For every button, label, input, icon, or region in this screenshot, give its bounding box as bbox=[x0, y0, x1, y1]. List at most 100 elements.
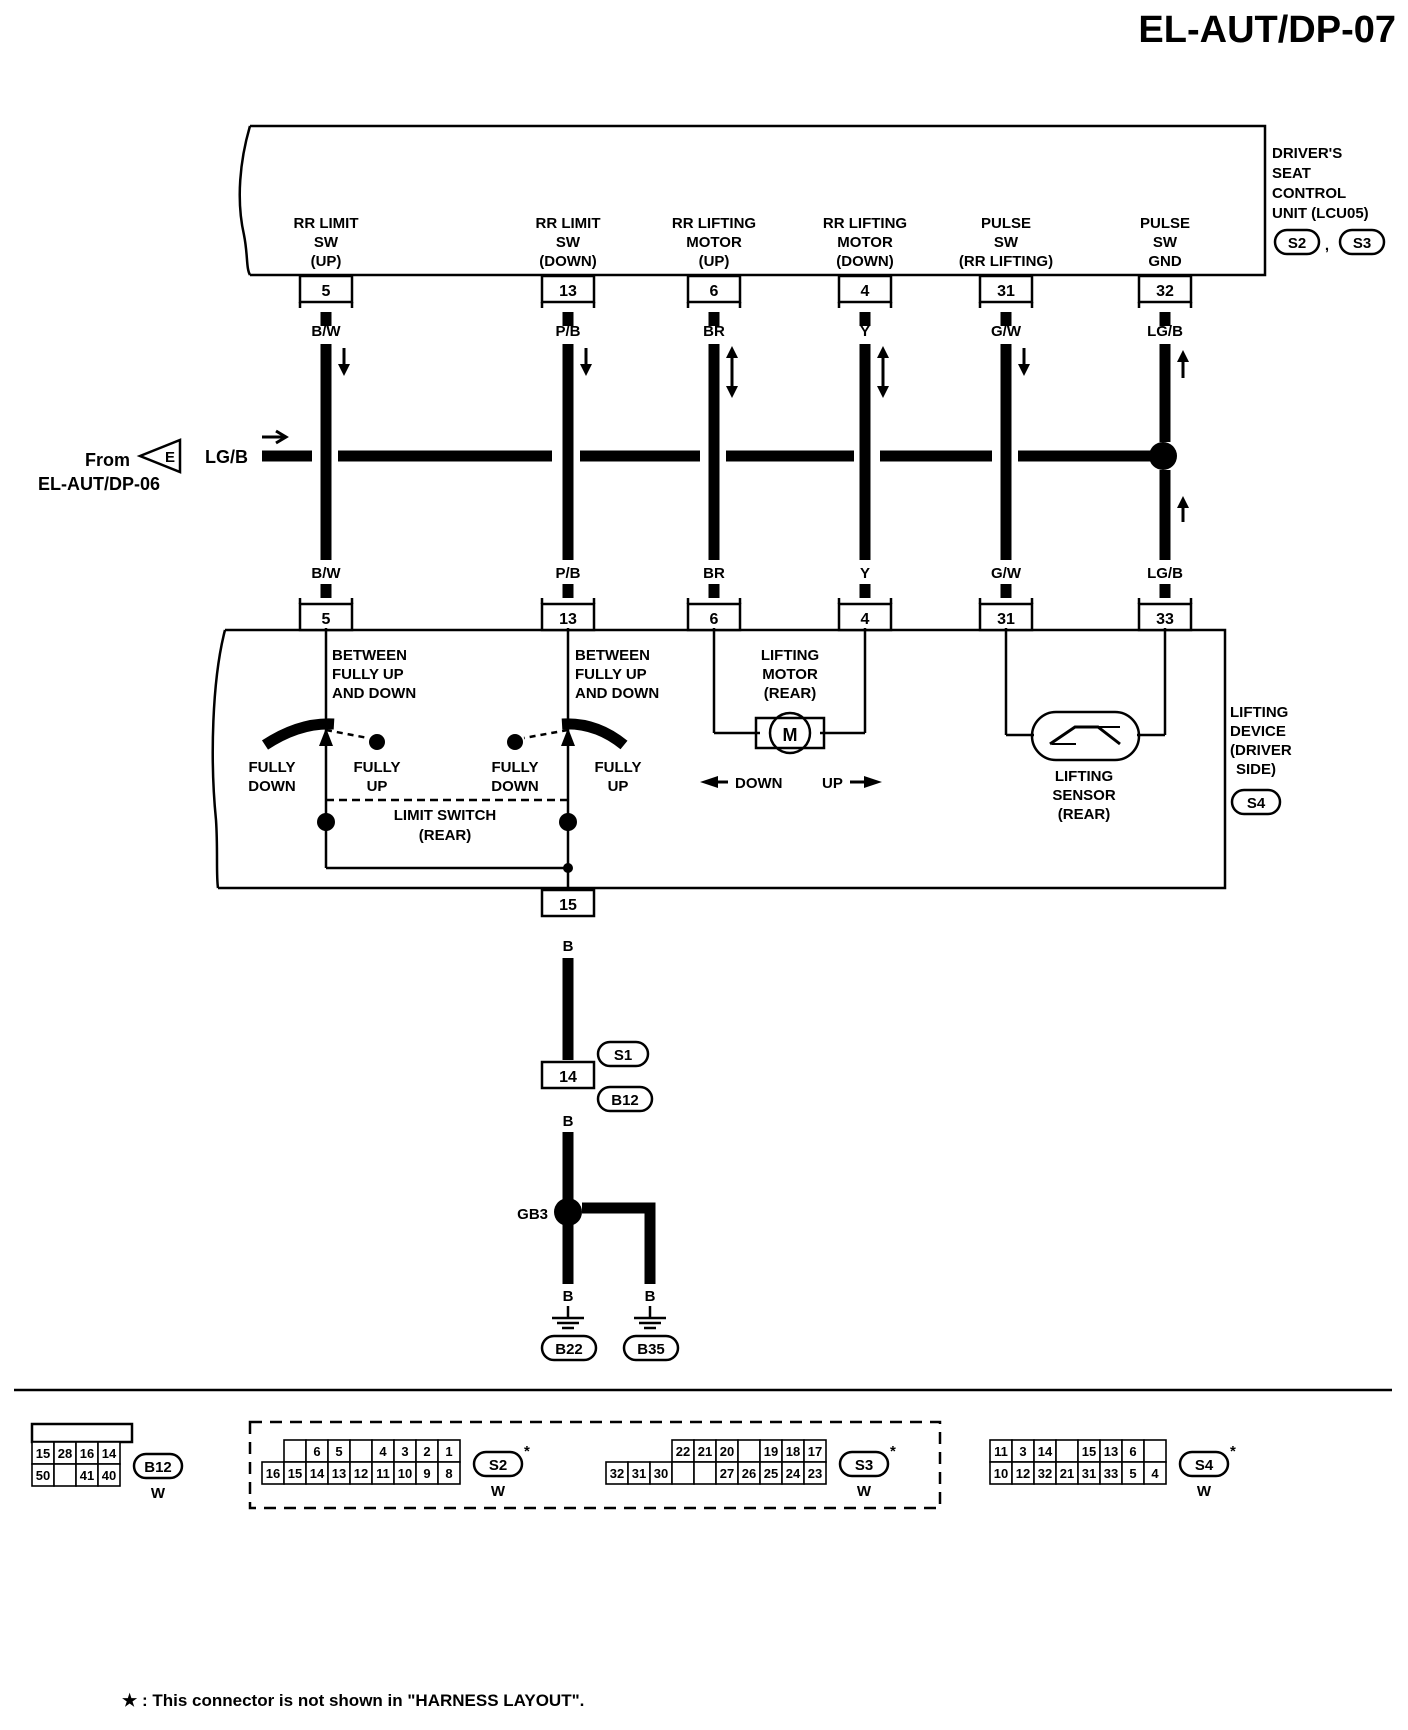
pin-number: 6 bbox=[710, 283, 719, 300]
connector-ref-s2: S2 bbox=[1288, 235, 1306, 252]
ground-point-label: GB3 bbox=[517, 1206, 548, 1223]
cavity-number: 17 bbox=[808, 1444, 822, 1459]
between-text: AND DOWN bbox=[332, 685, 416, 702]
flow-arrow-icon bbox=[262, 429, 289, 445]
cu-name-line: CONTROL bbox=[1272, 185, 1346, 202]
asterisk-mark: * bbox=[1230, 1443, 1236, 1460]
cavity-number: 5 bbox=[1129, 1466, 1136, 1481]
terminal-label: SW bbox=[1153, 234, 1178, 251]
pin-number: 32 bbox=[1156, 283, 1174, 300]
terminal-label: MOTOR bbox=[686, 234, 742, 251]
pin-number: 5 bbox=[322, 283, 331, 300]
motor-label: (REAR) bbox=[764, 685, 817, 702]
cu-name-line: DRIVER'S bbox=[1272, 145, 1342, 162]
pin-number: 4 bbox=[861, 611, 870, 628]
wire-color-label: B bbox=[563, 938, 574, 955]
fully-up-label: FULLY bbox=[354, 759, 401, 776]
connector-id: S2 bbox=[489, 1457, 507, 1474]
terminal-label: RR LIFTING bbox=[823, 215, 907, 232]
cavity-number: 10 bbox=[398, 1466, 412, 1481]
terminal-label: MOTOR bbox=[837, 234, 893, 251]
cavity-number: 6 bbox=[313, 1444, 320, 1459]
wire-color-label: B/W bbox=[311, 565, 341, 582]
cavity-number: 33 bbox=[1104, 1466, 1118, 1481]
terminal-label: (UP) bbox=[699, 253, 730, 270]
ground-splice-dot bbox=[554, 1198, 582, 1226]
cavity-number: 27 bbox=[720, 1466, 734, 1481]
ld-pin-box: 31 bbox=[978, 598, 1034, 632]
pin-number: 31 bbox=[997, 283, 1015, 300]
cavity-number: 20 bbox=[720, 1444, 734, 1459]
control-unit-name: DRIVER'S SEAT CONTROL UNIT (LCU05) bbox=[1272, 145, 1369, 222]
sensor-icon bbox=[1030, 710, 1141, 762]
s2-s3-group-outline bbox=[248, 1420, 942, 1510]
pin-number: 4 bbox=[861, 283, 870, 300]
from-wire-color: LG/B bbox=[205, 447, 248, 467]
pin-number: 31 bbox=[997, 611, 1015, 628]
fully-up-label: UP bbox=[608, 778, 629, 795]
connector-ref-s4: S4 bbox=[1247, 795, 1266, 812]
cavity-number: 40 bbox=[102, 1468, 116, 1483]
wire-color-label: P/B bbox=[555, 323, 580, 340]
cavity-number: 6 bbox=[1129, 1444, 1136, 1459]
sensor-label: (REAR) bbox=[1058, 806, 1111, 823]
terminal-label: (RR LIFTING) bbox=[959, 253, 1053, 270]
asterisk-mark: * bbox=[524, 1443, 530, 1460]
terminal-label: (DOWN) bbox=[539, 253, 596, 270]
cu-pin-box: 5 bbox=[298, 274, 354, 308]
wire-color-label: BR bbox=[703, 323, 725, 340]
terminal-label: (DOWN) bbox=[836, 253, 893, 270]
cavity-number: 8 bbox=[445, 1466, 452, 1481]
control-unit-box bbox=[238, 124, 1267, 277]
terminal-label: RR LIMIT bbox=[536, 215, 601, 232]
ld-name-line: LIFTING bbox=[1230, 704, 1288, 721]
ground-ref-b22: B22 bbox=[555, 1341, 583, 1358]
cu-pin-box: 13 bbox=[540, 274, 596, 308]
connector-ref-b12: B12 bbox=[611, 1092, 639, 1109]
cu-name-line: SEAT bbox=[1272, 165, 1311, 182]
fully-down-label: DOWN bbox=[248, 778, 296, 795]
wire-color-label: B/W bbox=[311, 323, 341, 340]
cavity-number: 1 bbox=[445, 1444, 452, 1459]
ld-pin-box: 33 bbox=[1137, 598, 1193, 632]
cavity-number: 26 bbox=[742, 1466, 756, 1481]
signal-arrow-icon bbox=[1018, 348, 1030, 376]
cavity-number: 31 bbox=[1082, 1466, 1096, 1481]
cavity-number: 41 bbox=[80, 1468, 94, 1483]
pin-number: 13 bbox=[559, 611, 577, 628]
limit-switch-circuit bbox=[261, 628, 628, 890]
cavity-number: 22 bbox=[676, 1444, 690, 1459]
ld-name-line: DEVICE bbox=[1230, 723, 1286, 740]
between-text: BETWEEN bbox=[332, 647, 407, 664]
cavity-number: 14 bbox=[1038, 1444, 1053, 1459]
lgb-bus bbox=[262, 429, 1177, 470]
between-text: FULLY UP bbox=[332, 666, 404, 683]
limit-switch-label: (REAR) bbox=[419, 827, 472, 844]
fully-up-label: FULLY bbox=[595, 759, 642, 776]
connector-ref-s3: S3 bbox=[1353, 235, 1371, 252]
pin-number: 13 bbox=[559, 283, 577, 300]
cavity-number: 18 bbox=[786, 1444, 800, 1459]
ground-ref-b35: B35 bbox=[637, 1341, 665, 1358]
cavity-number: 4 bbox=[379, 1444, 387, 1459]
pin-number: 5 bbox=[322, 611, 331, 628]
cavity-number: 31 bbox=[632, 1466, 646, 1481]
arrow-left-icon bbox=[700, 776, 718, 788]
cavity-number: 30 bbox=[654, 1466, 668, 1481]
sensor-label: SENSOR bbox=[1052, 787, 1116, 804]
cavity-number: 25 bbox=[764, 1466, 778, 1481]
from-marker: E bbox=[165, 449, 175, 466]
cavity-number: 15 bbox=[36, 1446, 50, 1461]
signal-arrow-icon bbox=[1177, 350, 1189, 522]
ld-pin-box: 13 bbox=[540, 598, 596, 632]
ld-pin-box: 5 bbox=[298, 598, 354, 632]
cavity-number: 24 bbox=[786, 1466, 801, 1481]
cu-connector-refs: S2 , S3 bbox=[1273, 228, 1386, 256]
limit-switch-label: LIMIT SWITCH bbox=[394, 807, 496, 824]
fully-down-label: FULLY bbox=[249, 759, 296, 776]
cavity-number: 50 bbox=[36, 1468, 50, 1483]
motor-symbol: M bbox=[783, 725, 798, 745]
wire-color-label: LG/B bbox=[1147, 323, 1183, 340]
cavity-number: 9 bbox=[423, 1466, 430, 1481]
